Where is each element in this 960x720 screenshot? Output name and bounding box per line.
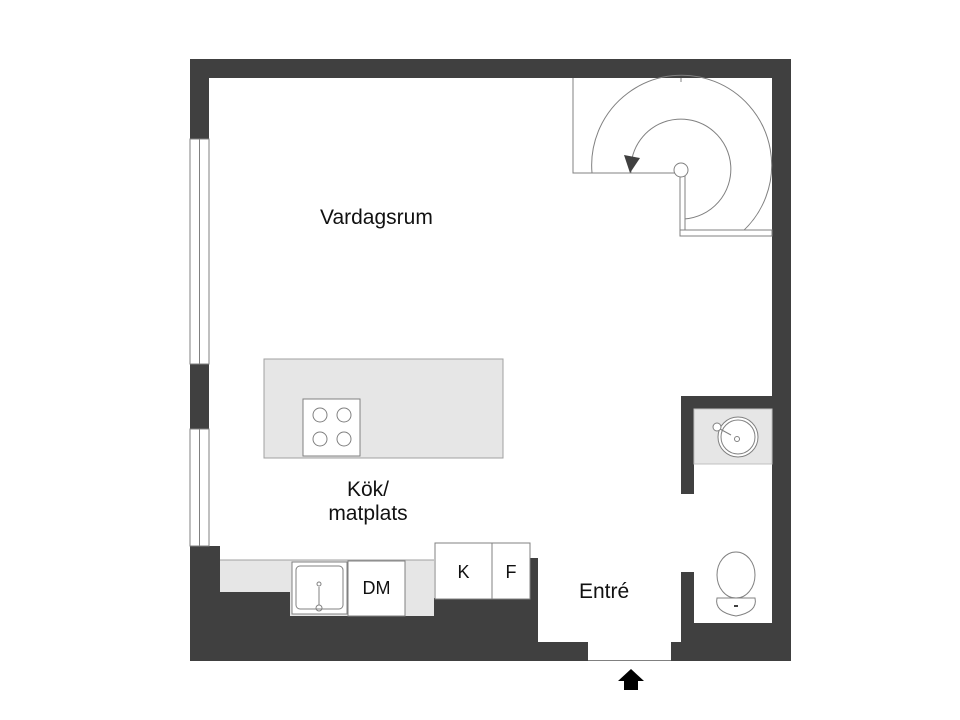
appliance-label-dishwasher: DM [362,578,391,598]
entrance-arrow-icon [618,669,644,690]
bathroom-sink [712,416,759,458]
appliance-label-freezer: K [457,562,470,582]
appliance-label-fridge: F [505,562,517,582]
walls [190,59,791,661]
fridge [491,542,531,600]
window-upper [189,138,210,365]
room-label-kitchen: Kök/ matplats [318,478,418,526]
room-label-living: Vardagsrum [320,206,433,229]
freezer [434,542,493,600]
toilet [716,551,756,617]
kitchen-island [263,358,504,459]
spiral-staircase [572,74,773,237]
dishwasher [347,560,406,617]
window-lower [189,428,210,547]
stair-direction-arrow-icon [624,155,640,173]
room-label-entrance: Entré [579,580,630,603]
room-label-kitchen-line1: Kök/ [346,478,390,501]
room-label-kitchen-line2: matplats [328,502,408,526]
cooktop [302,398,361,457]
kitchen-sink [291,561,348,615]
